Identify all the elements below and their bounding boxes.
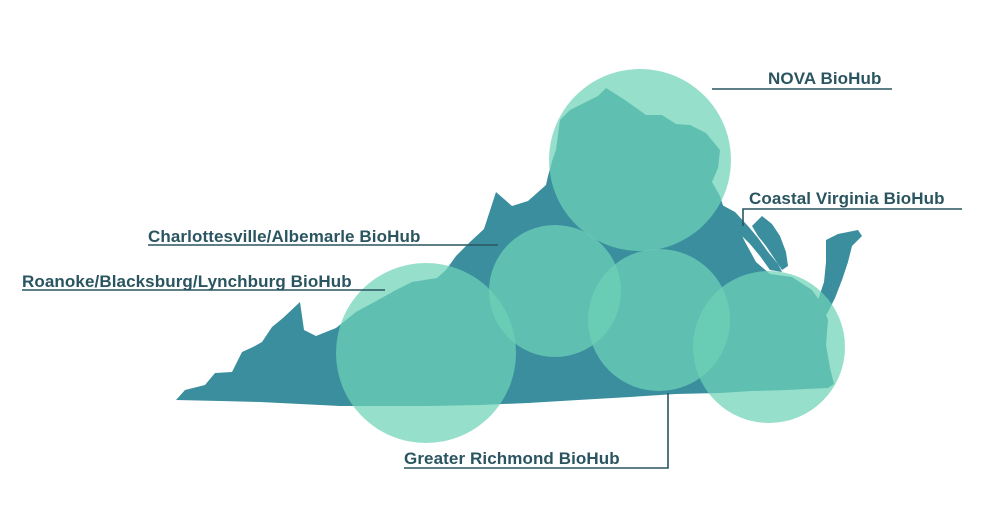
middle-peninsula-shape [752, 216, 788, 270]
northern-neck-shape [722, 205, 782, 272]
roanoke-hub-circle[interactable] [336, 263, 516, 443]
roanoke-hub-label[interactable]: Roanoke/Blacksburg/Lynchburg BioHub [22, 272, 352, 291]
nova-hub-circle[interactable] [549, 69, 731, 251]
coastal-leader-line [742, 208, 962, 226]
cville-hub-label[interactable]: Charlottesville/Albemarle BioHub [148, 227, 421, 246]
richmond-hub-label[interactable]: Greater Richmond BioHub [404, 449, 620, 468]
cville-hub-circle[interactable] [489, 225, 621, 357]
richmond-leader-line [404, 393, 669, 469]
coastal-hub-label[interactable]: Coastal Virginia BioHub [749, 189, 945, 208]
leader-lines-group [22, 88, 962, 469]
coastal-hub-circle[interactable] [693, 271, 845, 423]
nova-hub-label[interactable]: NOVA BioHub [768, 69, 882, 88]
hub-circles-group [336, 69, 845, 443]
